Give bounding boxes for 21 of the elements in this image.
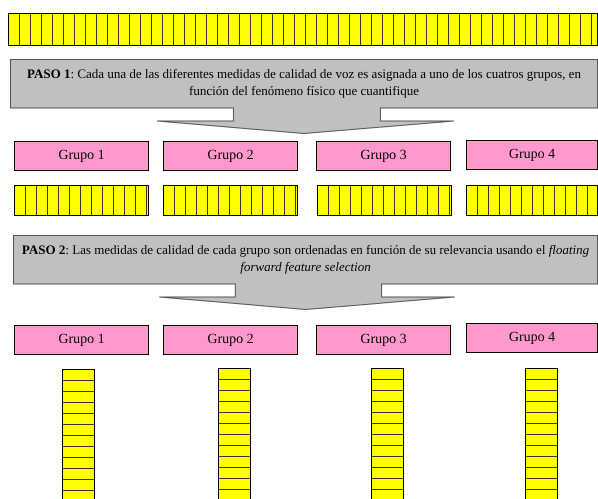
step-arrow-callout [13,235,598,310]
group-box: Grupo 4 [466,323,598,353]
segmented-bar [62,369,95,499]
step-description: PASO 1: Cada una de las diferentes medidas de calidad de voz es asignada a uno de los cuatros grupos, en función del fenómeno físico que cuantifique [26,65,582,99]
segmented-bar [14,185,149,216]
group-box: Grupo 3 [316,325,451,355]
step-arrow-callout [10,59,598,134]
group-box: Grupo 4 [466,140,598,170]
segmented-bar [8,13,598,46]
segmented-bar [218,368,251,499]
segmented-bar [163,185,298,216]
group-box: Grupo 1 [14,141,149,171]
group-box: Grupo 1 [14,325,149,355]
segmented-bar [466,185,598,216]
group-box: Grupo 2 [163,141,298,171]
segmented-bar [371,368,404,499]
segmented-bar [317,185,452,216]
group-box: Grupo 2 [163,325,298,355]
step-description: PASO 2: Las medidas de calidad de cada grupo son ordenadas en función de su relevancia usando el floating forward feature selection [20,241,590,275]
segmented-bar [525,368,558,499]
group-box: Grupo 3 [316,141,451,171]
